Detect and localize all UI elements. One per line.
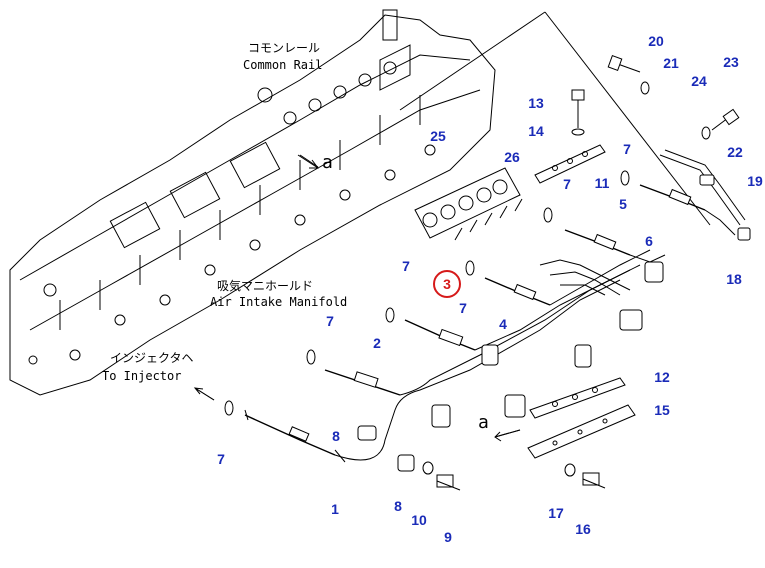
callout-6[interactable]: 6 — [645, 233, 653, 249]
engine-block — [9, 9, 496, 396]
callout-7[interactable]: 7 — [217, 451, 225, 467]
view-a-label-bottom: a — [478, 412, 489, 433]
callout-25[interactable]: 25 — [430, 128, 446, 144]
callout-19[interactable]: 19 — [747, 173, 763, 189]
injection-pipes — [244, 184, 751, 472]
callout-16[interactable]: 16 — [575, 521, 591, 537]
callout-15[interactable]: 15 — [654, 402, 670, 418]
callout-10[interactable]: 10 — [411, 512, 427, 528]
callout-7[interactable]: 7 — [402, 258, 410, 274]
callout-24[interactable]: 24 — [691, 73, 707, 89]
callout-2[interactable]: 2 — [373, 335, 381, 351]
callout-7[interactable]: 7 — [326, 313, 334, 329]
callout-9[interactable]: 9 — [444, 529, 452, 545]
fasteners — [193, 55, 740, 491]
callout-12[interactable]: 12 — [654, 369, 670, 385]
injector-caption-jp: インジェクタヘ — [110, 351, 194, 365]
callout-26[interactable]: 26 — [504, 149, 520, 165]
common-rail-caption-jp: コモンレール — [248, 41, 320, 55]
injector-caption-en: To Injector — [102, 369, 181, 383]
callout-7[interactable]: 7 — [563, 176, 571, 192]
brackets — [414, 144, 746, 459]
callout-22[interactable]: 22 — [727, 144, 743, 160]
callout-4[interactable]: 4 — [499, 316, 507, 332]
intake-caption-en: Air Intake Manifold — [210, 295, 347, 309]
callout-20[interactable]: 20 — [648, 33, 664, 49]
callouts: 1 2 4 5 6 7 7 7 7 7 7 8 8 9 10 11 12 13 … — [217, 33, 763, 545]
callout-17[interactable]: 17 — [548, 505, 564, 521]
callout-8[interactable]: 8 — [394, 498, 402, 514]
callout-13[interactable]: 13 — [528, 95, 544, 111]
callout-3-highlighted[interactable]: 3 — [443, 276, 451, 292]
callout-18[interactable]: 18 — [726, 271, 742, 287]
view-a-label-top: a — [322, 152, 333, 173]
callout-7[interactable]: 7 — [623, 141, 631, 157]
callout-7[interactable]: 7 — [459, 300, 467, 316]
callout-11[interactable]: 11 — [595, 175, 610, 191]
callout-1[interactable]: 1 — [331, 501, 339, 517]
common-rail-caption-en: Common Rail — [243, 58, 322, 72]
captions: コモンレール Common Rail 吸気マニホールド Air Intake M… — [102, 41, 489, 433]
callout-21[interactable]: 21 — [663, 55, 679, 71]
callout-23[interactable]: 23 — [723, 54, 739, 70]
callout-8[interactable]: 8 — [332, 428, 340, 444]
callout-14[interactable]: 14 — [528, 123, 544, 139]
intake-caption-jp: 吸気マニホールド — [217, 278, 313, 293]
highlight-circle — [433, 270, 461, 298]
callout-5[interactable]: 5 — [619, 196, 627, 212]
